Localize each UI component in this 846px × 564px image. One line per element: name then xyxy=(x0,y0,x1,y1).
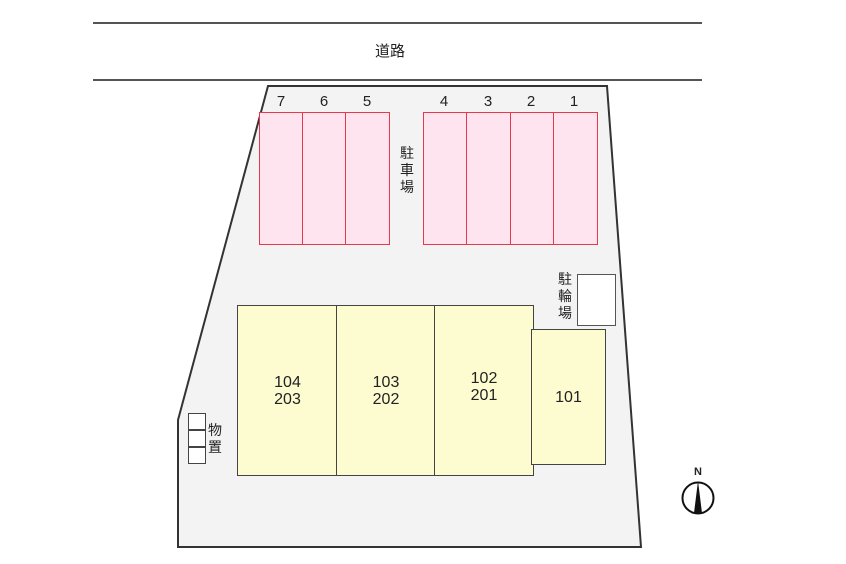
parking-spot-2[interactable] xyxy=(510,112,555,245)
north-label: N xyxy=(694,466,702,478)
parking-spot-4[interactable] xyxy=(423,112,468,245)
parking-spot-number: 1 xyxy=(569,93,579,110)
parking-spot-number: 5 xyxy=(362,93,372,110)
parking-spot-7[interactable] xyxy=(259,112,304,245)
road-edge-top xyxy=(93,22,702,24)
compass-arrow-icon xyxy=(681,481,715,515)
parking-spot-number: 3 xyxy=(483,93,493,110)
storage-cell[interactable] xyxy=(188,447,206,464)
bicycle-parking-area[interactable] xyxy=(577,274,616,326)
unit-104-203[interactable]: 104 203 xyxy=(237,305,338,476)
unit-102-201[interactable]: 102 201 xyxy=(434,305,534,476)
unit-103-202[interactable]: 103 202 xyxy=(336,305,436,476)
parking-spot-number: 7 xyxy=(276,93,286,110)
unit-number-1f: 104 xyxy=(274,373,301,391)
parking-spot-number: 4 xyxy=(439,93,449,110)
parking-spot-1[interactable] xyxy=(553,112,598,245)
parking-label: 駐車場 xyxy=(400,146,414,196)
unit-101[interactable]: 101 xyxy=(531,329,606,465)
unit-number-2f: 202 xyxy=(372,390,400,408)
parking-spot-5[interactable] xyxy=(345,112,390,245)
storage-label: 物置 xyxy=(208,423,222,456)
unit-number-1f: 101 xyxy=(555,388,582,406)
parking-spot-6[interactable] xyxy=(302,112,347,245)
parking-spot-3[interactable] xyxy=(466,112,512,245)
unit-number-2f: 203 xyxy=(274,390,301,408)
bicycle-parking-label: 駐輪場 xyxy=(558,272,572,322)
unit-number-1f: 102 xyxy=(470,369,498,387)
unit-number-1f: 103 xyxy=(372,373,400,391)
storage-cell[interactable] xyxy=(188,430,206,447)
road-edge-bottom xyxy=(93,79,702,81)
unit-number-2f: 201 xyxy=(470,386,498,404)
parking-spot-number: 6 xyxy=(319,93,329,110)
road-label: 道路 xyxy=(374,42,405,60)
parking-spot-number: 2 xyxy=(526,93,536,110)
storage-cell[interactable] xyxy=(188,413,206,430)
